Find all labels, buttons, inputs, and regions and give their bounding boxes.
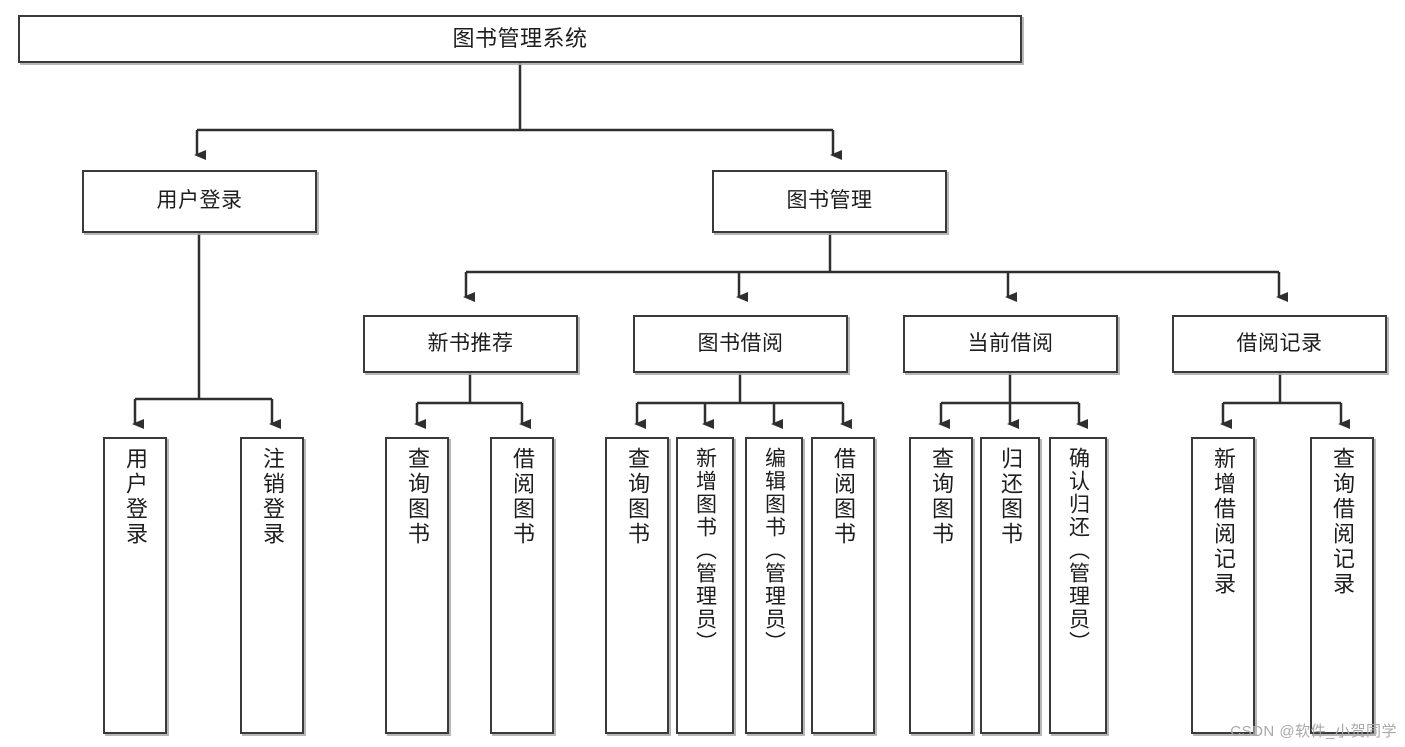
leaf-borrow-edit-label: 编辑图书（管理员） — [762, 447, 786, 654]
leaf-cur-return[interactable]: 归还图书 — [980, 437, 1040, 734]
node-book-manage[interactable]: 图书管理 — [712, 170, 947, 233]
leaf-user-logout[interactable]: 注销登录 — [240, 437, 304, 734]
leaf-user-login-label: 用户登录 — [123, 447, 148, 547]
node-book-manage-label: 图书管理 — [786, 189, 873, 213]
leaf-rec-search[interactable]: 查询借阅记录 — [1310, 437, 1374, 734]
csdn-watermark: CSDN @软件_小贺同学 — [1230, 723, 1397, 740]
leaf-cur-query-label: 查询图书 — [929, 447, 954, 547]
leaf-rec-borrow-label: 借阅图书 — [510, 447, 535, 547]
leaf-rec-borrow[interactable]: 借阅图书 — [490, 437, 554, 734]
node-user-login[interactable]: 用户登录 — [82, 170, 317, 233]
leaf-user-logout-label: 注销登录 — [260, 447, 285, 547]
leaf-rec-add-label: 新增借阅记录 — [1211, 447, 1236, 597]
leaf-borrow-query[interactable]: 查询图书 — [605, 437, 669, 734]
leaf-borrow-add[interactable]: 新增图书（管理员） — [676, 437, 734, 734]
node-book-borrow[interactable]: 图书借阅 — [633, 315, 848, 373]
leaf-borrow-add-label: 新增图书（管理员） — [693, 447, 717, 654]
leaf-rec-search-label: 查询借阅记录 — [1330, 447, 1355, 597]
node-new-book-rec[interactable]: 新书推荐 — [363, 315, 578, 373]
node-current-borrow[interactable]: 当前借阅 — [903, 315, 1118, 373]
node-book-borrow-label: 图书借阅 — [697, 331, 784, 355]
leaf-borrow-lend-label: 借阅图书 — [831, 447, 856, 547]
leaf-borrow-query-label: 查询图书 — [625, 447, 650, 547]
leaf-cur-query[interactable]: 查询图书 — [909, 437, 973, 734]
leaf-user-login[interactable]: 用户登录 — [103, 437, 167, 734]
node-user-login-label: 用户登录 — [156, 189, 243, 213]
leaf-rec-query[interactable]: 查询图书 — [385, 437, 449, 734]
leaf-rec-add[interactable]: 新增借阅记录 — [1191, 437, 1255, 734]
leaf-cur-confirm[interactable]: 确认归还（管理员） — [1049, 437, 1107, 734]
node-current-borrow-label: 当前借阅 — [967, 331, 1054, 355]
leaf-cur-return-label: 归还图书 — [998, 447, 1023, 547]
leaf-cur-confirm-label: 确认归还（管理员） — [1066, 447, 1090, 654]
leaf-borrow-edit[interactable]: 编辑图书（管理员） — [745, 437, 803, 734]
leaf-borrow-lend[interactable]: 借阅图书 — [811, 437, 875, 734]
leaf-rec-query-label: 查询图书 — [405, 447, 430, 547]
node-root-label: 图书管理系统 — [452, 25, 588, 51]
node-borrow-record-label: 借阅记录 — [1236, 331, 1323, 355]
node-new-book-rec-label: 新书推荐 — [427, 331, 514, 355]
node-root[interactable]: 图书管理系统 — [18, 15, 1022, 63]
node-borrow-record[interactable]: 借阅记录 — [1172, 315, 1387, 373]
